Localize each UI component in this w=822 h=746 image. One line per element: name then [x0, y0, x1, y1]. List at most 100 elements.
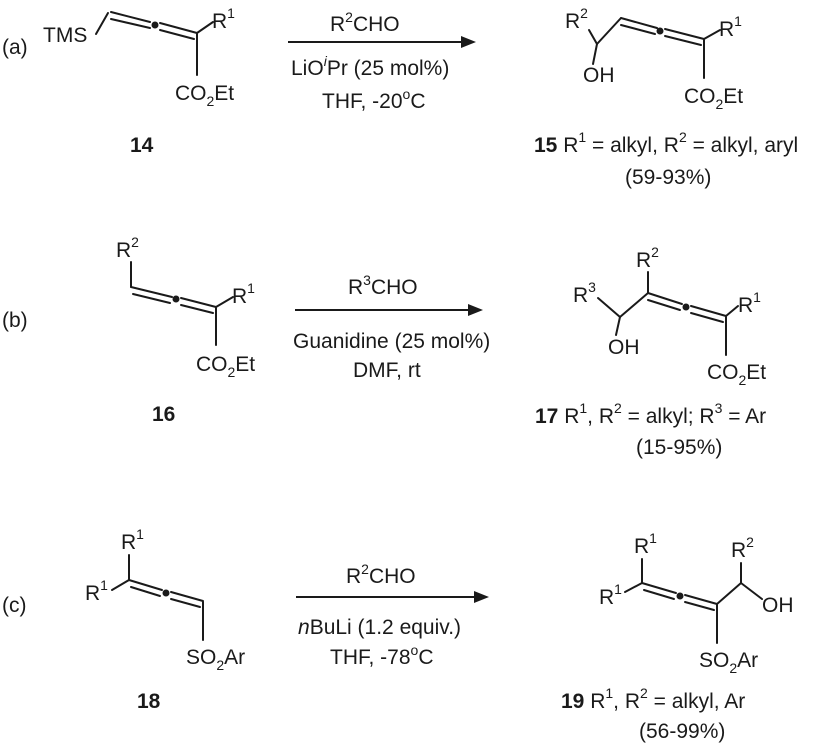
r2-substituent: R2 [565, 5, 588, 33]
compound-15: R2 OH R1 CO2Et 15 R1 = alkyl, R2 = alkyl… [534, 5, 798, 189]
oh-bond [740, 582, 763, 600]
ester-group: CO2Et [175, 82, 234, 109]
allene-bond-2b [180, 304, 214, 314]
compound-14: TMS R1 CO2Et 14 [43, 5, 235, 157]
r1-left-bond [624, 582, 643, 593]
compound-16: R2 R1 CO2Et 16 [116, 234, 255, 426]
oh-bond [592, 43, 598, 65]
yield: (56-99%) [639, 720, 725, 743]
panel-a: (a) TMS R1 CO2Et 14 R2CHO LiOiPr (25 mol… [2, 5, 798, 189]
product-description: 15 R1 = alkyl, R2 = alkyl, aryl [534, 129, 798, 157]
hydroxyl-group: OH [608, 336, 640, 359]
panel-c-label: (c) [2, 594, 27, 617]
r1-bond [725, 305, 739, 317]
allene-bond-2 [684, 594, 718, 605]
ch2-bond [596, 17, 622, 45]
allene-bond-1 [620, 17, 658, 29]
oh-bond [615, 316, 621, 336]
sulfonyl-group: SO2Ar [186, 646, 245, 673]
panel-b: (b) R2 R1 CO2Et 16 R3CHO Guanidine (25 m… [2, 234, 766, 459]
allene-bond-1 [110, 11, 151, 23]
allene-central-carbon [682, 303, 690, 311]
hydroxyl-group: OH [762, 594, 794, 617]
allene-central-carbon [656, 27, 664, 35]
ester-group: CO2Et [707, 361, 766, 388]
reaction-b-conditions: R3CHO Guanidine (25 mol%) DMF, rt [293, 272, 490, 382]
r1-substituent: R1 [738, 289, 761, 317]
solvent-temperature: THF, -78oC [330, 642, 433, 669]
r1-substituent: R1 [232, 280, 255, 308]
catalyst: LiOiPr (25 mol%) [291, 53, 449, 80]
allene-bond-1b [130, 586, 161, 597]
allene-bond-2 [170, 591, 204, 602]
allene-bond-2 [180, 297, 217, 308]
r2-substituent: R2 [731, 534, 754, 562]
r1-substituent: R1 [212, 5, 235, 33]
solvent-temperature: THF, -20oC [322, 86, 425, 113]
reaction-c-conditions: R2CHO nBuLi (1.2 equiv.) THF, -78oC [296, 561, 489, 669]
allene-bond-2 [690, 305, 727, 317]
r1-bond [703, 29, 721, 40]
hydroxyl-group: OH [583, 64, 615, 87]
r2-substituent: R2 [636, 244, 659, 272]
aldehyde-reagent: R2CHO [346, 561, 416, 588]
solvent-temperature: DMF, rt [353, 359, 421, 382]
r1-bond [215, 296, 234, 308]
allene-bond-2b [684, 601, 715, 611]
panel-c: (c) R1 R1 SO2Ar 18 R2CHO nBuLi (1.2 equi… [2, 526, 794, 743]
allene-bond-2b [664, 35, 702, 46]
aldehyde-reagent: R3CHO [348, 272, 418, 299]
allene-bond-1b [647, 299, 681, 311]
aldehyde-reagent: R2CHO [330, 9, 400, 36]
arrow-head [474, 591, 489, 603]
allene-bond-2b [170, 598, 201, 608]
r1-top-substituent: R1 [121, 526, 144, 554]
yield: (59-93%) [625, 166, 711, 189]
compound-number: 14 [130, 134, 154, 157]
carbinol-bond [619, 292, 649, 318]
product-description: 19 R1, R2 = alkyl, Ar [561, 685, 745, 713]
r3-substituent: R3 [573, 279, 596, 307]
panel-a-label: (a) [2, 36, 28, 59]
r1-left-bond [111, 579, 130, 591]
allene-bond-2b [690, 312, 724, 323]
allene-bond-1 [647, 292, 683, 305]
ester-group: CO2Et [196, 353, 255, 380]
yield: (15-95%) [636, 436, 722, 459]
r1-left-substituent: R1 [85, 577, 108, 605]
allene-bond-2b [159, 29, 195, 40]
arrow-head [468, 304, 483, 316]
r1-top-substituent: R1 [634, 530, 657, 558]
r1-bond [196, 21, 214, 34]
allene-bond-1b [620, 24, 656, 35]
allene-bond-1 [130, 286, 173, 298]
carbinol-bond [716, 582, 742, 605]
allene-central-carbon [172, 295, 180, 303]
panel-b-label: (b) [2, 309, 28, 332]
compound-number: 16 [152, 403, 175, 426]
compound-number: 18 [137, 690, 161, 713]
sulfonyl-group: SO2Ar [699, 649, 758, 676]
tms-group: TMS [43, 24, 87, 47]
catalyst: Guanidine (25 mol%) [293, 330, 490, 353]
r3-bond [597, 297, 621, 318]
reaction-a-conditions: R2CHO LiOiPr (25 mol%) THF, -20oC [288, 9, 476, 113]
allene-central-carbon [151, 21, 159, 29]
allene-bond-1 [641, 582, 677, 594]
r2-bond [588, 29, 598, 45]
compound-19: R1 R1 R2 OH SO2Ar 19 R1, R2 = alkyl, Ar … [561, 530, 794, 743]
r1-left-substituent: R1 [599, 581, 622, 609]
ester-group: CO2Et [684, 85, 743, 112]
r1-substituent: R1 [719, 13, 742, 41]
r2-substituent: R2 [116, 234, 139, 262]
allene-bond-1b [643, 589, 675, 600]
arrow-head [461, 36, 476, 48]
tms-bond [95, 12, 109, 35]
base-reagent: nBuLi (1.2 equiv.) [298, 616, 461, 639]
allene-central-carbon [162, 589, 170, 597]
compound-17: R2 R3 OH R1 CO2Et 17 R1, R2 = alkyl; R3 … [535, 244, 766, 459]
allene-bond-1b [132, 293, 171, 304]
allene-central-carbon [676, 592, 684, 600]
allene-bond-1b [110, 18, 151, 29]
